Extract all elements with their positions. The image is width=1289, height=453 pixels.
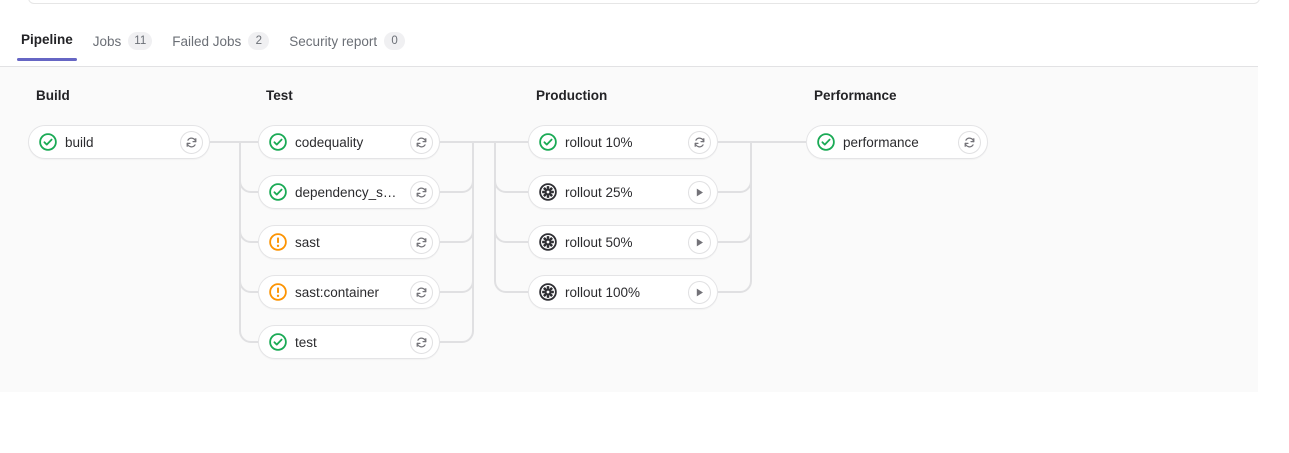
retry-icon xyxy=(415,286,428,299)
stage-title: Production xyxy=(536,88,608,103)
pipeline-job-card[interactable]: build xyxy=(28,125,210,159)
pipeline-job-card[interactable]: codequality xyxy=(258,125,440,159)
job-label: sast:container xyxy=(295,284,380,300)
tab-label: Pipeline xyxy=(21,32,73,47)
pipeline-job-card[interactable]: rollout 25% xyxy=(528,175,718,209)
pipeline-tabbar: Pipeline Jobs 11 Failed Jobs 2 Security repor… xyxy=(0,22,1258,67)
job-label: performance xyxy=(843,134,919,150)
connector-line xyxy=(440,142,474,343)
pipeline-job-card[interactable]: rollout 10% xyxy=(528,125,718,159)
retry-icon xyxy=(415,136,428,149)
job-label: test xyxy=(295,334,317,350)
job-play-button[interactable] xyxy=(688,180,711,204)
play-icon xyxy=(693,286,706,299)
pipeline-stage: Test codequality dependency_s…sast sast:con… xyxy=(258,67,440,392)
connector-line xyxy=(239,142,258,293)
pipeline-job-card[interactable]: test xyxy=(258,325,440,359)
status-warning-icon xyxy=(269,283,287,301)
tab-count-badge: 0 xyxy=(384,32,406,50)
job-retry-button[interactable] xyxy=(410,280,433,304)
job-retry-button[interactable] xyxy=(410,330,433,354)
play-icon xyxy=(693,186,706,199)
job-label: rollout 50% xyxy=(565,234,633,250)
pipeline-graph: Build build Test codequality dependency_s…sa… xyxy=(0,67,1258,392)
retry-icon xyxy=(415,186,428,199)
retry-icon xyxy=(963,136,976,149)
status-manual-icon xyxy=(539,183,557,201)
job-retry-button[interactable] xyxy=(410,180,433,204)
card-top-edge xyxy=(28,0,1260,4)
pipeline-graph-panel: Build build Test codequality dependency_s…sa… xyxy=(0,67,1258,392)
pipeline-job-card[interactable]: dependency_s… xyxy=(258,175,440,209)
pipeline-connectors xyxy=(210,141,806,343)
retry-icon xyxy=(185,136,198,149)
connector-line xyxy=(239,142,258,343)
connector-line xyxy=(440,142,474,193)
pipeline-stage: Production rollout 10% rollout 25% rollout … xyxy=(528,67,718,392)
job-label: rollout 10% xyxy=(565,134,633,150)
tab-count-badge: 11 xyxy=(128,32,153,50)
connector-line xyxy=(494,142,528,193)
pipeline-job-card[interactable]: rollout 100% xyxy=(528,275,718,309)
connector-line xyxy=(494,142,528,293)
job-retry-button[interactable] xyxy=(688,130,711,154)
job-retry-button[interactable] xyxy=(958,130,981,154)
job-retry-button[interactable] xyxy=(180,130,203,154)
retry-icon xyxy=(693,136,706,149)
connector-line xyxy=(239,142,258,193)
pipeline-job-card[interactable]: performance xyxy=(806,125,988,159)
status-warning-icon xyxy=(269,233,287,251)
stage-title: Performance xyxy=(814,88,897,103)
status-success-icon xyxy=(269,183,287,201)
status-success-icon xyxy=(269,333,287,351)
tab-failed-jobs[interactable]: Failed Jobs 2 xyxy=(162,22,279,63)
pipeline-job-card[interactable]: rollout 50% xyxy=(528,225,718,259)
stage-title: Test xyxy=(266,88,293,103)
status-success-icon xyxy=(817,133,835,151)
job-play-button[interactable] xyxy=(688,230,711,254)
status-success-icon xyxy=(539,133,557,151)
tab-label: Jobs xyxy=(92,33,122,49)
connector-line xyxy=(718,142,752,293)
job-label: rollout 25% xyxy=(565,184,633,200)
play-icon xyxy=(693,236,706,249)
status-success-icon xyxy=(39,133,57,151)
retry-icon xyxy=(415,236,428,249)
pipeline-stage: Performance performance xyxy=(806,67,988,392)
job-label: build xyxy=(65,134,94,150)
tab-pipeline[interactable]: Pipeline xyxy=(11,22,83,61)
pipeline-job-card[interactable]: sast:container xyxy=(258,275,440,309)
status-manual-icon xyxy=(539,283,557,301)
tab-security-report[interactable]: Security report 0 xyxy=(279,22,415,63)
job-label: rollout 100% xyxy=(565,284,641,300)
job-label: sast xyxy=(295,234,320,250)
stage-title: Build xyxy=(36,88,70,103)
tab-count-badge: 2 xyxy=(248,32,270,50)
pipeline-job-card[interactable]: sast xyxy=(258,225,440,259)
status-success-icon xyxy=(269,133,287,151)
tab-label: Security report xyxy=(289,33,378,49)
tab-label: Failed Jobs xyxy=(172,33,242,49)
job-label: codequality xyxy=(295,134,364,150)
pipeline-stage: Build build xyxy=(28,67,210,392)
tab-jobs[interactable]: Jobs 11 xyxy=(83,22,162,63)
job-retry-button[interactable] xyxy=(410,130,433,154)
connector-line xyxy=(718,142,752,193)
job-play-button[interactable] xyxy=(688,280,711,304)
job-retry-button[interactable] xyxy=(410,230,433,254)
job-label: dependency_s… xyxy=(295,184,397,200)
retry-icon xyxy=(415,336,428,349)
connector-line xyxy=(440,142,474,293)
status-manual-icon xyxy=(539,233,557,251)
